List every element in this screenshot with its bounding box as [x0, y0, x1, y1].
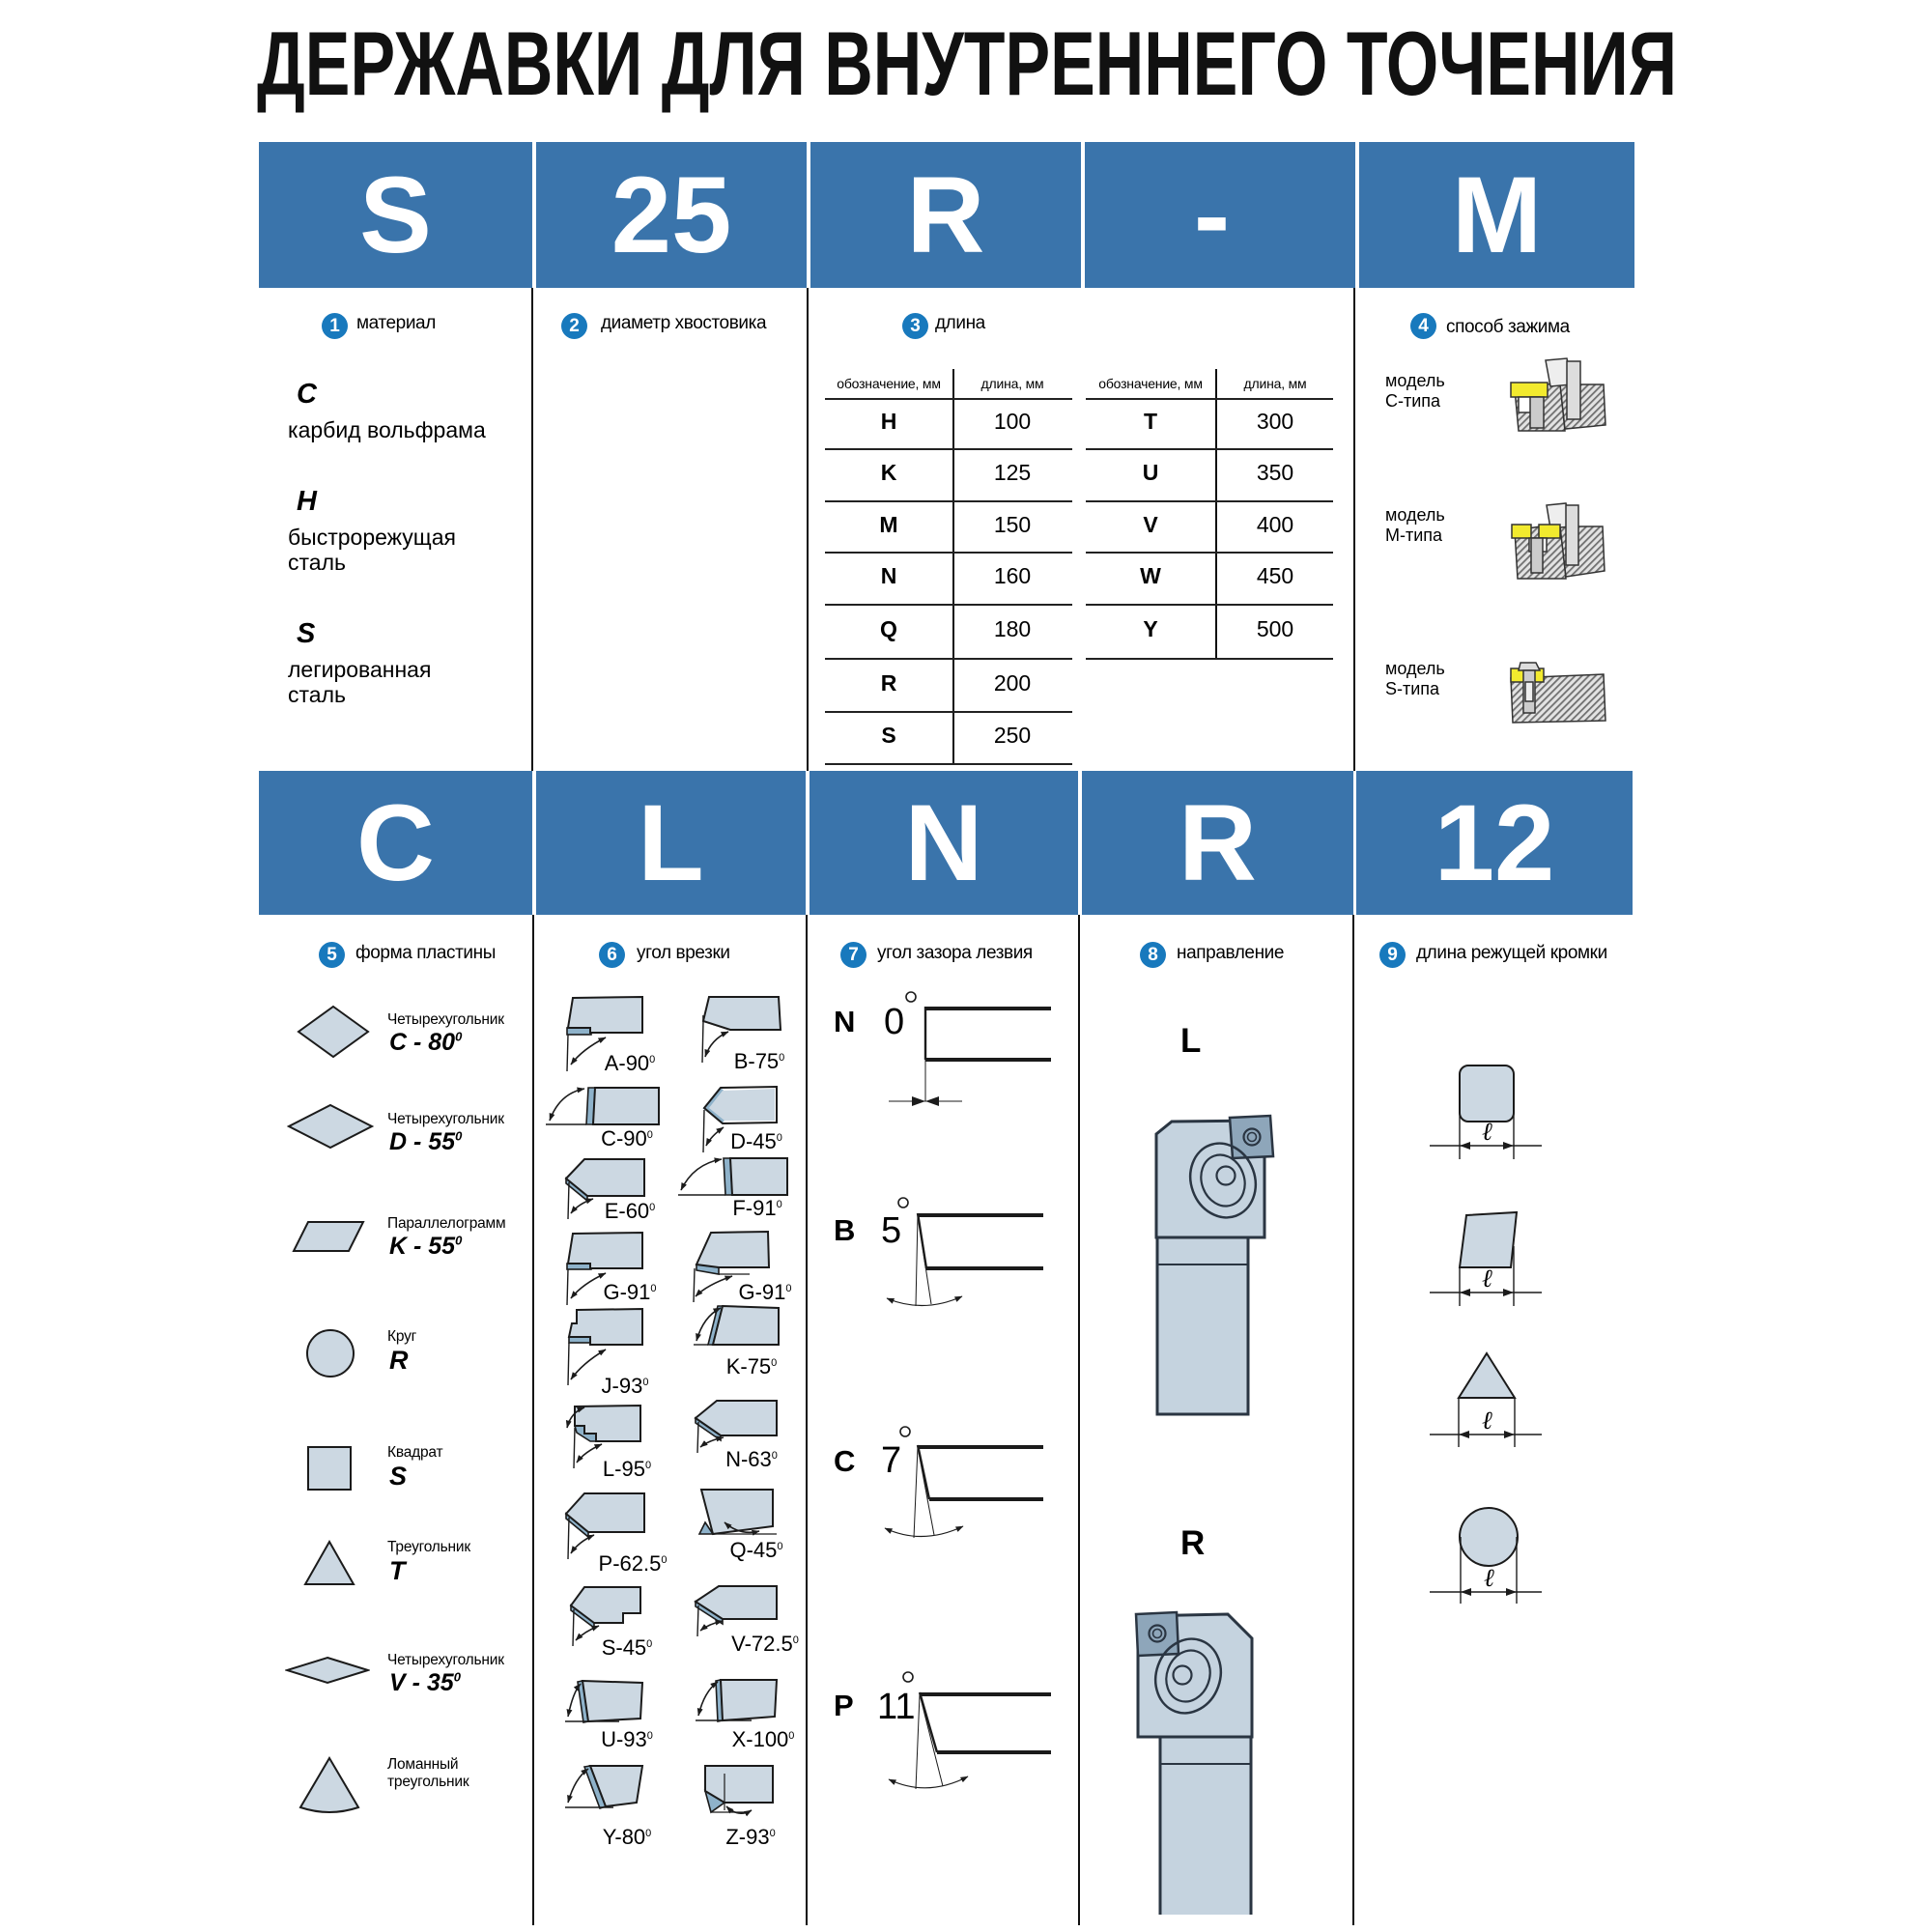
svg-text:ℓ: ℓ	[1482, 1406, 1492, 1435]
svg-text:ℓ: ℓ	[1482, 1118, 1492, 1146]
svg-text:ℓ: ℓ	[1484, 1564, 1494, 1592]
svg-text:ℓ: ℓ	[1482, 1264, 1492, 1293]
svg-text:ДЕРЖАВКИ ДЛЯ ВНУТРЕННЕГО ТОЧЕН: ДЕРЖАВКИ ДЛЯ ВНУТРЕННЕГО ТОЧЕНИЯ	[257, 13, 1677, 114]
